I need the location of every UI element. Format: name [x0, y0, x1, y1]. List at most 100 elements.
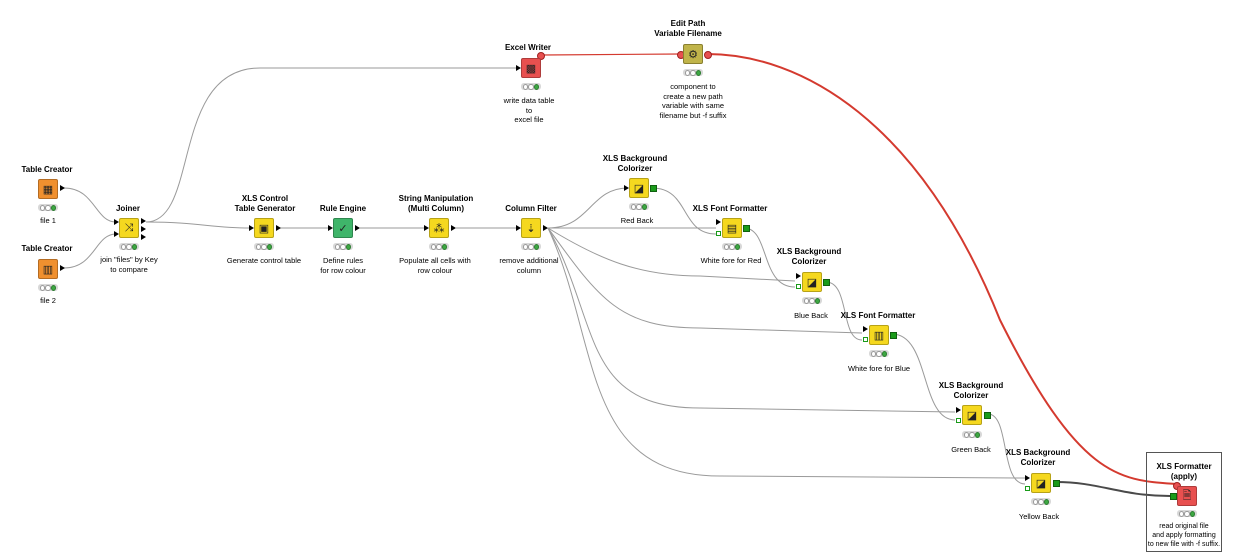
- formatter-input-port-icon[interactable]: [1170, 493, 1177, 500]
- caption-line: excel file: [514, 115, 544, 124]
- formatter-output-port-icon[interactable]: [890, 332, 897, 339]
- status-lights: [629, 203, 649, 210]
- formatter-output-port-icon[interactable]: [743, 225, 750, 232]
- title-line: Colorizer: [617, 164, 653, 173]
- caption-line: to new file with -f suffix.: [1147, 541, 1221, 548]
- status-lights: [1031, 498, 1051, 505]
- node-title: Rule Engine: [319, 204, 367, 213]
- status-lights: [521, 83, 541, 90]
- output-port-icon[interactable]: [276, 225, 281, 231]
- node-caption: Populate all cells with row colour: [365, 256, 505, 275]
- table-grid-icon[interactable]: ▦: [38, 179, 58, 199]
- status-lights: [521, 243, 541, 250]
- excel-writer-icon[interactable]: ▩: [521, 58, 541, 78]
- output-port-icon[interactable]: [451, 225, 456, 231]
- flow-excelwriter-editpath: [542, 53, 681, 56]
- formatter-output-port-icon[interactable]: [650, 185, 657, 192]
- status-lights: [254, 243, 274, 250]
- node-caption: component to create a new path variable …: [623, 82, 763, 120]
- wire-bggreen-bgyellow: [987, 413, 1026, 485]
- node-caption: remove additional column: [459, 256, 599, 275]
- node-title: Edit Path Variable Filename: [618, 19, 758, 39]
- joiner-icon[interactable]: ⤨: [119, 218, 139, 238]
- input-port-icon[interactable]: [114, 231, 119, 237]
- selection-frame: [1146, 452, 1222, 552]
- status-lights: [38, 284, 58, 291]
- colorizer-icon[interactable]: ◪: [1031, 473, 1051, 493]
- formatter-input-port-icon[interactable]: [863, 337, 868, 342]
- rule-icon[interactable]: ✓: [333, 218, 353, 238]
- caption-line: join "files" by Key: [100, 255, 158, 264]
- output-port-icon[interactable]: [141, 234, 146, 240]
- node-caption: file 2: [40, 296, 56, 305]
- column-filter-icon[interactable]: ⇣: [521, 218, 541, 238]
- title-line: Variable Filename: [654, 29, 722, 38]
- status-lights: [119, 243, 139, 250]
- apply-formatter-icon[interactable]: 🗎: [1177, 486, 1197, 506]
- node-title: XLS Background Colorizer: [565, 154, 705, 174]
- caption-line: write data table: [503, 96, 555, 105]
- output-port-icon[interactable]: [141, 226, 146, 232]
- formatter-output-port-icon[interactable]: [823, 279, 830, 286]
- input-port-icon[interactable]: [249, 225, 254, 231]
- font-formatter-icon[interactable]: ▤: [722, 218, 742, 238]
- colorizer-icon[interactable]: ◪: [962, 405, 982, 425]
- node-title: XLS Font Formatter: [840, 311, 916, 320]
- node-title: XLS Background Colorizer: [739, 247, 879, 267]
- node-title: XLS Background Colorizer: [901, 381, 1041, 401]
- input-port-icon[interactable]: [516, 65, 521, 71]
- flow-variable-port-icon[interactable]: [704, 51, 712, 59]
- formatter-input-port-icon[interactable]: [956, 418, 961, 423]
- caption-line: create a new path: [663, 91, 723, 101]
- colorizer-icon[interactable]: ◪: [629, 178, 649, 198]
- wire-filter-bgblue: [547, 227, 796, 282]
- input-port-icon[interactable]: [863, 326, 868, 332]
- node-title: XLS Formatter (apply): [1114, 462, 1236, 482]
- output-port-icon[interactable]: [60, 265, 65, 271]
- output-port-icon[interactable]: [543, 225, 548, 231]
- flow-variable-port-icon[interactable]: [537, 52, 545, 60]
- input-port-icon[interactable]: [624, 185, 629, 191]
- wire-filter-fontblue: [547, 227, 863, 334]
- wire-joiner-control: [145, 221, 251, 229]
- caption-line: to: [525, 105, 533, 115]
- caption-line: remove additional: [499, 256, 559, 265]
- input-port-icon[interactable]: [956, 407, 961, 413]
- output-port-icon[interactable]: [60, 185, 65, 191]
- status-lights: [1177, 510, 1197, 517]
- title-line: Colorizer: [953, 391, 989, 400]
- node-caption: Define rules for row colour: [273, 256, 413, 275]
- formatter-output-port-icon[interactable]: [1053, 480, 1060, 487]
- node-title: XLS Background Colorizer: [968, 448, 1108, 468]
- caption-line: component to: [670, 82, 716, 91]
- colorizer-icon[interactable]: ◪: [802, 272, 822, 292]
- output-port-icon[interactable]: [355, 225, 360, 231]
- component-icon[interactable]: ⚙: [683, 44, 703, 64]
- formatter-input-port-icon[interactable]: [1025, 486, 1030, 491]
- title-line: XLS Control: [241, 194, 289, 203]
- input-port-icon[interactable]: [424, 225, 429, 231]
- input-port-icon[interactable]: [716, 219, 721, 225]
- title-line: Colorizer: [1020, 458, 1056, 467]
- node-title: Excel Writer: [504, 43, 552, 52]
- input-port-icon[interactable]: [328, 225, 333, 231]
- formatter-output-port-icon[interactable]: [984, 412, 991, 419]
- flow-editpath-apply: [706, 53, 1177, 485]
- font-formatter-icon[interactable]: ▥: [869, 325, 889, 345]
- input-port-icon[interactable]: [516, 225, 521, 231]
- table-generator-icon[interactable]: ▣: [254, 218, 274, 238]
- table-down-icon[interactable]: ▥: [38, 259, 58, 279]
- formatter-input-port-icon[interactable]: [716, 231, 721, 236]
- caption-line: filename but -f suffix: [659, 110, 727, 120]
- output-port-icon[interactable]: [141, 218, 146, 224]
- input-port-icon[interactable]: [796, 273, 801, 279]
- string-manipulation-icon[interactable]: ⁂: [429, 218, 449, 238]
- caption-line: row colour: [417, 265, 453, 275]
- wire-filter-bggreen: [547, 227, 956, 413]
- title-line: XLS Background: [1005, 448, 1071, 457]
- input-port-icon[interactable]: [114, 219, 119, 225]
- input-port-icon[interactable]: [1025, 475, 1030, 481]
- node-title: Table Creator: [21, 165, 73, 174]
- formatter-input-port-icon[interactable]: [796, 284, 801, 289]
